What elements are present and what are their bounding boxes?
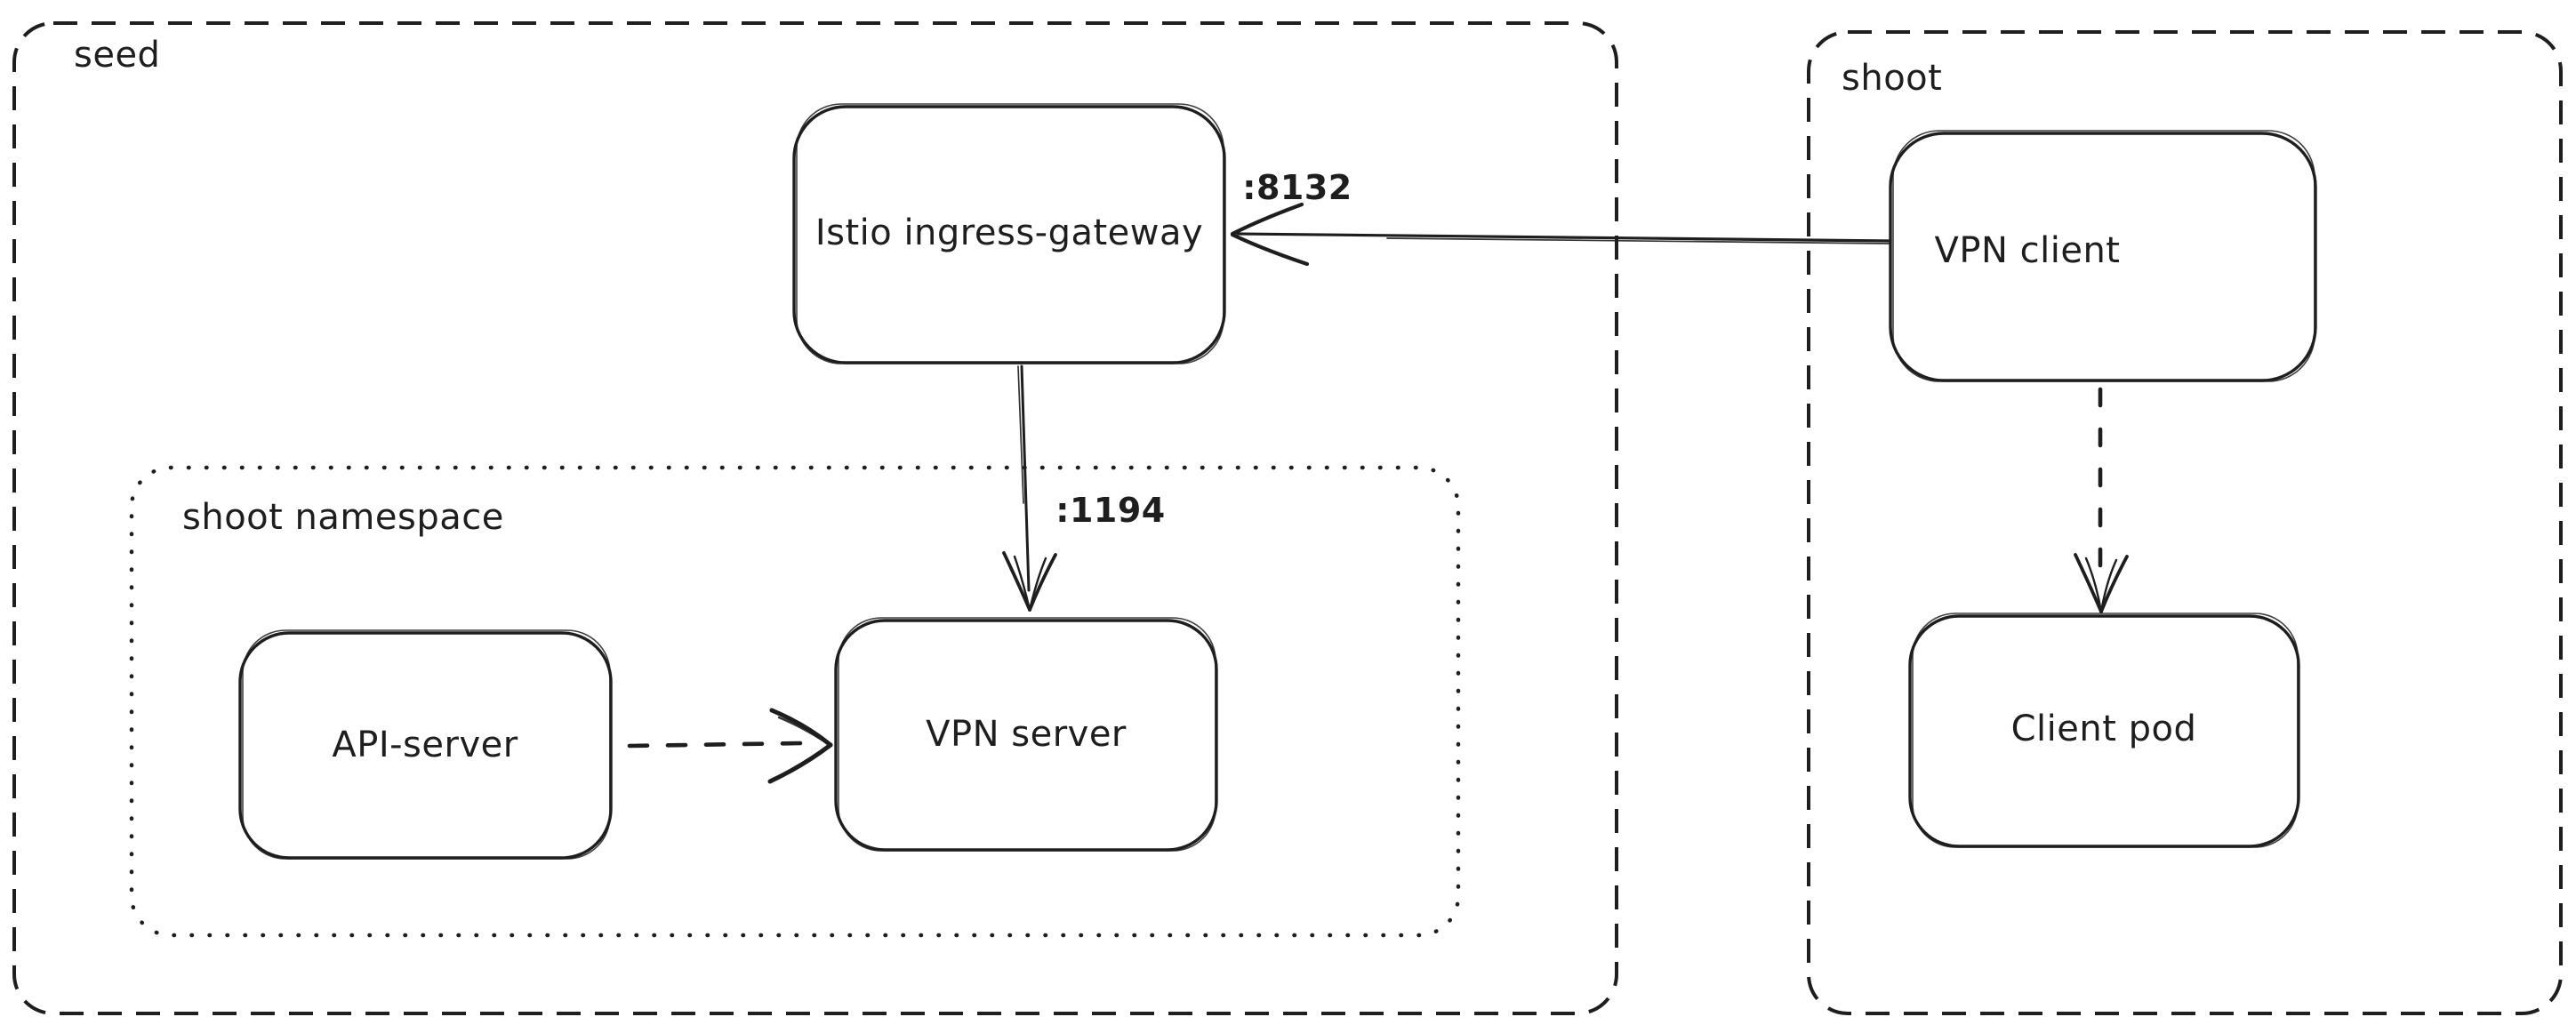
vpn-server-label: VPN server xyxy=(926,714,1127,755)
edge-line-sketch xyxy=(1018,366,1023,503)
vpn-server-box xyxy=(836,621,1216,850)
vpn-client-node xyxy=(1890,131,2315,381)
edge-istio-to-vpn-server xyxy=(1004,366,1055,610)
seed-container-border xyxy=(14,23,1617,1013)
istio-ingress-gateway-label: Istio ingress-gateway xyxy=(815,212,1204,253)
istio-ingress-gateway-box-sketch xyxy=(797,104,1224,364)
arrowhead-down xyxy=(1015,557,1030,610)
arrowhead-down xyxy=(2101,560,2116,612)
istio-ingress-gateway-box xyxy=(794,107,1224,363)
edge-line-dashed xyxy=(630,743,800,746)
api-server-label: API-server xyxy=(332,725,518,765)
api-server-node xyxy=(240,630,611,859)
client-pod-label: Client pod xyxy=(2010,709,2197,749)
edge-vpn-client-to-istio xyxy=(1232,204,1890,264)
shoot-container-label: shoot xyxy=(1842,58,1943,99)
arrowhead-right xyxy=(770,745,831,781)
edge-api-server-to-vpn-server xyxy=(630,710,831,781)
vpn-client-box-sketch xyxy=(1893,131,2315,381)
port-label-8132: :8132 xyxy=(1242,168,1352,208)
client-pod-node xyxy=(1910,613,2299,847)
arrowhead-down xyxy=(2075,555,2101,612)
arrowhead-right-sketch xyxy=(779,717,824,741)
client-pod-box-sketch xyxy=(1913,613,2298,847)
port-label-1194: :1194 xyxy=(1055,491,1166,531)
seed-container-label: seed xyxy=(74,35,161,76)
api-server-box xyxy=(240,633,611,858)
arrowhead-down xyxy=(2101,557,2127,612)
vpn-client-label: VPN client xyxy=(1934,230,2121,271)
edge-line-sketch xyxy=(1387,238,1890,244)
edge-vpn-client-to-client-pod xyxy=(2075,389,2127,612)
arrowhead-right xyxy=(772,710,831,745)
arrowhead-left xyxy=(1232,235,1307,264)
edge-line xyxy=(1238,234,1890,241)
arrowhead-down xyxy=(1030,558,1046,610)
edge-line xyxy=(1022,366,1029,590)
arrowhead-down xyxy=(1030,555,1055,610)
vpn-server-node xyxy=(836,618,1216,851)
client-pod-box xyxy=(1910,616,2299,846)
arrowhead-left xyxy=(1232,204,1302,234)
shoot-namespace-container-border xyxy=(132,468,1458,935)
vpn-server-box-sketch xyxy=(839,618,1216,851)
api-server-box-sketch xyxy=(243,630,610,859)
vpn-client-box xyxy=(1890,133,2315,380)
shoot-container-border xyxy=(1809,32,2561,1013)
shoot-namespace-container-label: shoot namespace xyxy=(182,497,504,538)
istio-ingress-gateway-node xyxy=(794,104,1224,364)
arrowhead-down xyxy=(2086,558,2101,612)
